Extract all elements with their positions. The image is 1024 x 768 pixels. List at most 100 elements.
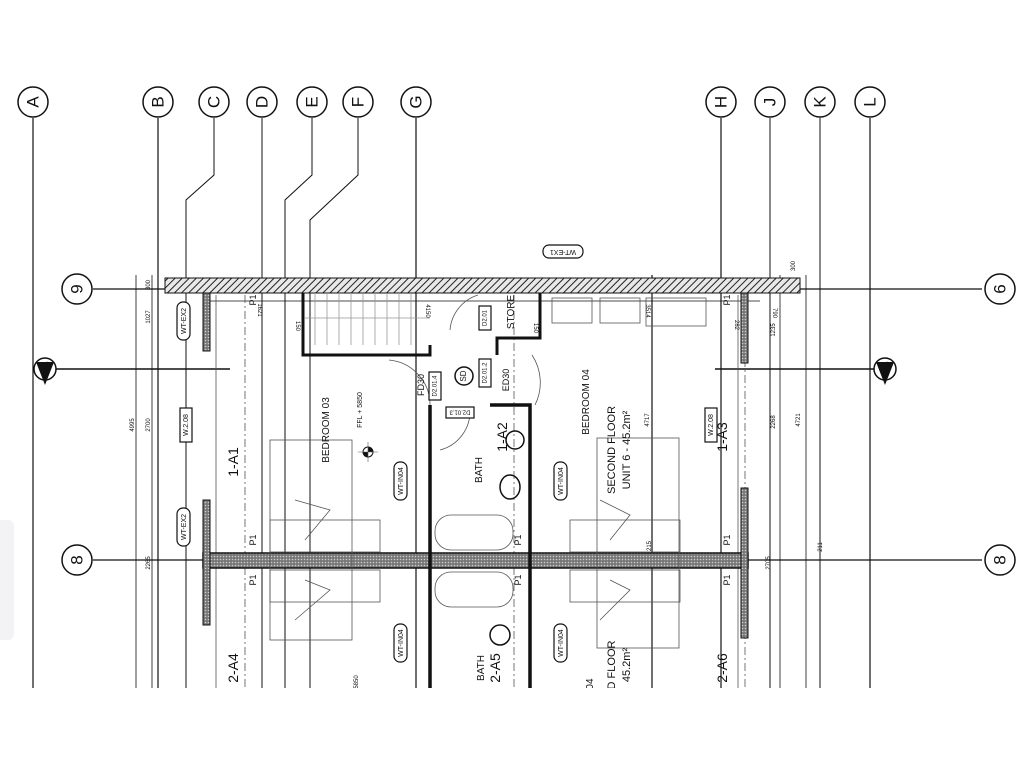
svg-text:C-15: C-15 [44, 361, 51, 376]
walls [164, 277, 801, 688]
grid-bubble-label: F [349, 97, 368, 107]
grid-row-right-8: 8 [984, 544, 1016, 576]
svg-text:2-A4: 2-A4 [225, 653, 241, 683]
svg-text:BATH: BATH [476, 655, 487, 681]
svg-text:2-A5: 2-A5 [487, 653, 503, 683]
svg-text:D FLOOR: D FLOOR [606, 641, 618, 690]
svg-text:1-A2: 1-A2 [494, 422, 510, 452]
svg-text:D2.01.4: D2.01.4 [433, 375, 439, 397]
grid-row-left-8: 8 [61, 544, 93, 576]
svg-text:150: 150 [532, 323, 538, 334]
grid-bubble-label: C [205, 96, 224, 108]
svg-text:SECOND FLOOR: SECOND FLOOR [606, 406, 618, 494]
svg-text:P1: P1 [722, 294, 732, 305]
level-marker-icon [358, 442, 378, 462]
room-labels: BEDROOM 03 FFL + 5850 BEDROOM 04 SECOND … [321, 295, 633, 690]
svg-text:790: 790 [771, 308, 777, 319]
grid-bubble-label: L [861, 97, 880, 106]
svg-text:WT-IN04: WT-IN04 [398, 467, 405, 495]
svg-text:4995: 4995 [130, 418, 136, 432]
svg-text:D2.01: D2.01 [483, 309, 489, 326]
svg-text:1027: 1027 [146, 310, 152, 324]
grid-column-L: L [854, 86, 886, 118]
grid-bubble-label: E [303, 96, 322, 107]
side-panel-tab[interactable] [0, 520, 14, 640]
grid-bubble-label: 9 [68, 284, 87, 293]
svg-text:SD: SD [459, 370, 468, 381]
grid-bubbles: A B C D E F G H J K L 9 8 6 8 [17, 86, 1016, 576]
svg-text:2705: 2705 [766, 556, 772, 570]
furniture [269, 293, 707, 649]
svg-text:WT-IN04: WT-IN04 [558, 629, 565, 657]
svg-text:FD30: FD30 [416, 374, 426, 396]
svg-text:W.2.08: W.2.08 [183, 414, 190, 436]
svg-text:C-15: C-15 [884, 361, 891, 376]
grid-bubble-label: H [712, 96, 731, 108]
grid-row-left-9: 9 [61, 273, 93, 305]
svg-text:4721: 4721 [796, 413, 802, 427]
grid-bubble-label: A [24, 96, 43, 108]
grid-bubble-label: D [253, 96, 272, 108]
svg-text:WT-IN04: WT-IN04 [398, 629, 405, 657]
svg-text:BEDROOM 03: BEDROOM 03 [321, 397, 332, 463]
grid-column-F: F [342, 86, 374, 118]
grid-column-J: J [754, 86, 786, 118]
svg-text:P1: P1 [248, 294, 258, 305]
svg-text:WT-EX2: WT-EX2 [181, 308, 188, 334]
grid-lines [32, 118, 982, 688]
svg-text:STORE: STORE [506, 295, 517, 330]
svg-text:BATH: BATH [474, 457, 485, 483]
svg-text:1-A1: 1-A1 [225, 447, 241, 477]
grid-column-D: D [246, 86, 278, 118]
svg-text:2265: 2265 [146, 556, 152, 570]
svg-text:300: 300 [791, 260, 797, 271]
svg-text:UNIT 6 - 45.2m²: UNIT 6 - 45.2m² [621, 410, 633, 489]
svg-text:D2.01.3: D2.01.3 [449, 408, 471, 414]
svg-text:211: 211 [818, 542, 824, 552]
grid-column-G: G [400, 86, 432, 118]
svg-text:P1: P1 [513, 534, 523, 545]
wall-tags: WT-EX1 WT-EX2 WT-EX2 W.2.08 W.2.08 WT-IN… [176, 244, 732, 663]
svg-text:2-A6: 2-A6 [714, 653, 730, 683]
svg-text:W.2.08: W.2.08 [708, 414, 715, 436]
svg-text:300: 300 [146, 279, 152, 290]
grid-bubble-label: G [407, 95, 426, 108]
dimensions: 300 1027 2700 4995 2265 1621 150 4150 15… [130, 260, 824, 688]
svg-text:5850: 5850 [354, 675, 360, 689]
svg-text:D2.01.2: D2.01.2 [483, 362, 489, 384]
svg-text:P1: P1 [722, 574, 732, 585]
grid-bubble-label: J [761, 98, 780, 107]
svg-text:4150: 4150 [424, 304, 430, 318]
grid-bubble-label: 8 [68, 555, 87, 564]
svg-text:P1: P1 [248, 534, 258, 545]
svg-text:WT-IN04: WT-IN04 [558, 467, 565, 495]
svg-text:3514: 3514 [644, 304, 650, 318]
svg-text:P1: P1 [513, 574, 523, 585]
grid-column-E: E [296, 86, 328, 118]
grid-column-C: C [198, 86, 230, 118]
section-marker-right: C-15 [873, 357, 897, 385]
grid-bubble-label: B [149, 96, 168, 107]
svg-text:ED30: ED30 [501, 369, 511, 392]
svg-text:1-A3: 1-A3 [714, 422, 730, 452]
elevation-references: 1-A1 1-A2 1-A3 2-A4 2-A5 2-A6 [225, 422, 730, 683]
svg-text:WT-EX1: WT-EX1 [550, 248, 576, 255]
svg-text:4717: 4717 [645, 413, 651, 427]
grid-column-K: K [804, 86, 836, 118]
svg-text:45.2m²: 45.2m² [621, 648, 633, 683]
grid-row-right-6: 6 [984, 273, 1016, 305]
svg-text:1235: 1235 [771, 323, 777, 337]
svg-text:215: 215 [647, 540, 653, 551]
grid-column-A: A [17, 86, 49, 118]
grid-column-H: H [705, 86, 737, 118]
svg-text:2700: 2700 [146, 418, 152, 432]
svg-text:2268: 2268 [771, 415, 777, 429]
grid-column-B: B [142, 86, 174, 118]
section-marker-left: C-15 [33, 357, 57, 385]
svg-text:BEDROOM 04: BEDROOM 04 [581, 369, 592, 435]
svg-text:WT-EX2: WT-EX2 [181, 514, 188, 540]
svg-text:FFL + 5850: FFL + 5850 [357, 392, 364, 428]
svg-text:04: 04 [585, 678, 596, 690]
svg-text:282: 282 [733, 320, 739, 331]
